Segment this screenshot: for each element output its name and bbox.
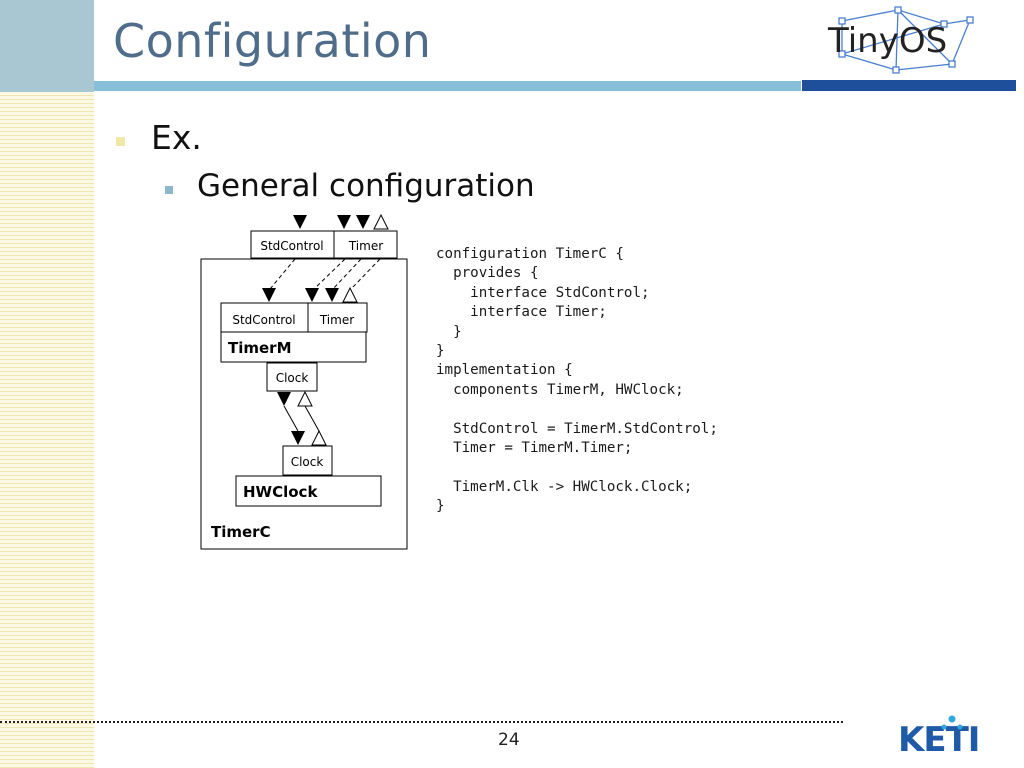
page-number: 24: [498, 730, 520, 750]
timerm-component-box: [220, 331, 367, 363]
timerm-clock-label: Clock: [276, 371, 309, 385]
timerm-label: TimerM: [228, 339, 292, 357]
code-line: }: [436, 343, 445, 360]
bullet-text-level1: Ex.: [151, 118, 202, 157]
code-line: TimerM.Clk -> HWClock.Clock;: [436, 478, 693, 495]
timerm-timer-interface: [307, 302, 368, 333]
clock-wiring: [277, 390, 327, 446]
timerm-interface-arrows: [262, 286, 358, 303]
keti-logo-text: KETI: [898, 720, 979, 759]
hwclock-clock-label: Clock: [291, 455, 324, 469]
code-listing: configuration TimerC { provides { interf…: [436, 245, 718, 517]
corner-accent-block: [0, 0, 94, 92]
bullet-marker-level2: [165, 186, 173, 194]
timerm-timer-label: Timer: [319, 313, 354, 327]
footer-divider: [0, 721, 843, 723]
code-line: interface Timer;: [436, 304, 607, 321]
logo-network-lines: [841, 9, 972, 71]
code-line: }: [436, 498, 445, 515]
code-line: StdControl = TimerM.StdControl;: [436, 420, 718, 437]
code-line: interface StdControl;: [436, 284, 650, 301]
code-line: }: [436, 323, 462, 340]
keti-logo: KETI: [898, 715, 980, 759]
title-underline: [94, 81, 801, 91]
dashed-wiring: [269, 258, 381, 290]
component-diagram: TimerC StdControl Timer StdControl Timer…: [200, 213, 408, 550]
outer-stdcontrol-interface: [250, 230, 335, 259]
tinyos-logo: TinyOS: [827, 6, 974, 74]
left-decorative-strip: [0, 0, 94, 768]
timerm-clock-interface: [266, 362, 318, 392]
code-line: Timer = TimerM.Timer;: [436, 440, 633, 457]
tinyos-logo-text: TinyOS: [827, 21, 947, 61]
outer-interface-arrows: [293, 213, 389, 230]
slide-title: Configuration: [113, 14, 432, 68]
code-line: components TimerM, HWClock;: [436, 381, 684, 398]
outer-timer-label: Timer: [348, 239, 383, 253]
hwclock-component-box: [235, 475, 382, 507]
timerm-stdcontrol-label: StdControl: [232, 313, 295, 327]
code-line: configuration TimerC {: [436, 246, 624, 262]
outer-stdcontrol-label: StdControl: [260, 239, 323, 253]
bullet-text-level2: General configuration: [197, 168, 535, 204]
keti-logo-dots: [941, 715, 963, 730]
hwclock-label: HWClock: [243, 483, 318, 501]
logo-network-nodes: [838, 6, 974, 74]
code-line: provides {: [436, 265, 539, 282]
hwclock-clock-interface: [282, 445, 333, 476]
timerc-label: TimerC: [211, 523, 271, 541]
code-line: implementation {: [436, 362, 573, 379]
title-underline-accent: [802, 80, 1016, 91]
outer-timer-interface: [333, 230, 398, 259]
bullet-marker-level1: [116, 137, 125, 146]
